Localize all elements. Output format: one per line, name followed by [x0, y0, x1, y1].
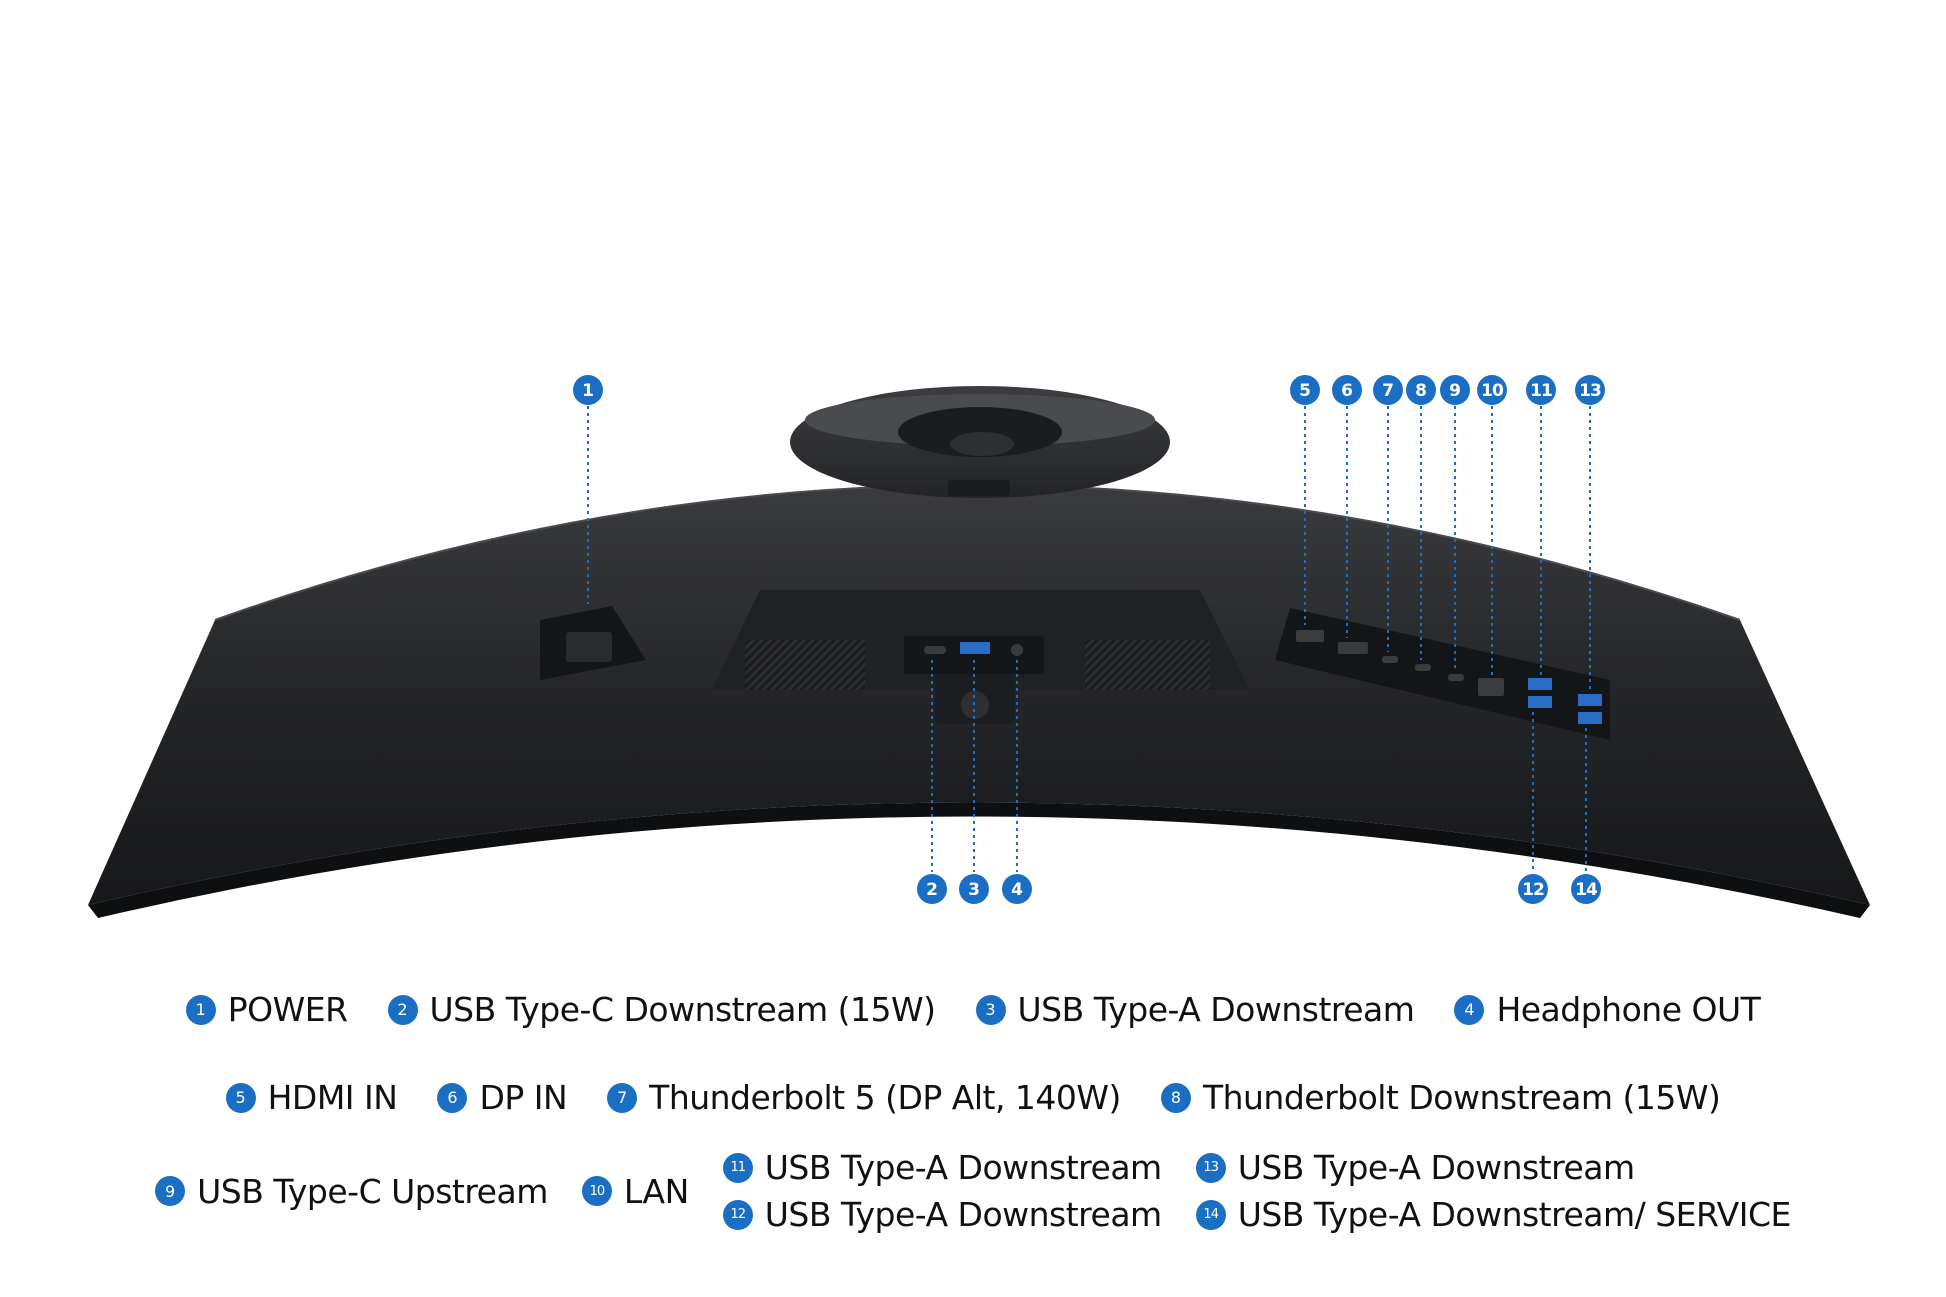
lan-port — [1478, 678, 1504, 696]
callout-10: 10 — [1477, 375, 1507, 405]
legend-item-5: 5 HDMI IN — [225, 1078, 398, 1117]
legend-badge: 10 — [581, 1176, 612, 1206]
usb-a-port-13 — [1578, 694, 1602, 706]
callout-3: 3 — [959, 874, 989, 904]
legend-badge: 14 — [1195, 1199, 1226, 1230]
legend-item-1: 1 POWER — [185, 990, 348, 1029]
legend-label: Thunderbolt Downstream (15W) — [1202, 1078, 1721, 1117]
legend-label: HDMI IN — [267, 1078, 398, 1117]
tb-downstream-port — [1415, 664, 1431, 671]
legend-badge: 13 — [1195, 1152, 1226, 1183]
svg-text:2: 2 — [926, 880, 938, 900]
svg-text:6: 6 — [1341, 381, 1353, 401]
svg-text:1: 1 — [582, 381, 594, 401]
legend-badge: 6 — [437, 1082, 468, 1113]
leader-lines — [587, 406, 1591, 872]
legend-label: Headphone OUT — [1496, 990, 1761, 1029]
legend-item-4: 4 Headphone OUT — [1454, 990, 1761, 1029]
legend-badge: 7 — [607, 1082, 638, 1113]
svg-text:13: 13 — [1579, 381, 1601, 401]
legend-item-7: 7 Thunderbolt 5 (DP Alt, 140W) — [607, 1078, 1121, 1117]
legend-item-2: 2 USB Type-C Downstream (15W) — [387, 990, 936, 1029]
callout-12: 12 — [1518, 874, 1548, 904]
legend-row-2: 5 HDMI IN 6 DP IN 7 Thunderbolt 5 (DP Alt, 14… — [0, 1078, 1946, 1117]
legend-item-13: 13 USB Type-A Downstream — [1195, 1148, 1791, 1187]
legend-item-11: 11 USB Type-A Downstream — [722, 1148, 1162, 1187]
callout-9: 9 — [1440, 375, 1470, 405]
legend-label: Thunderbolt 5 (DP Alt, 140W) — [649, 1078, 1121, 1117]
hdmi-port — [1296, 630, 1324, 642]
legend-label: USB Type-C Upstream — [197, 1171, 548, 1211]
tb5-port — [1382, 656, 1398, 663]
legend-badge: 5 — [225, 1082, 256, 1113]
legend-item-10: 10 LAN — [581, 1171, 689, 1211]
right-vent — [1085, 640, 1210, 690]
stand-mount — [790, 386, 1170, 498]
legend-badge: 12 — [722, 1199, 753, 1230]
callout-7: 7 — [1373, 375, 1403, 405]
legend-item-8: 8 Thunderbolt Downstream (15W) — [1160, 1078, 1721, 1117]
svg-text:10: 10 — [1481, 381, 1504, 401]
svg-text:14: 14 — [1575, 880, 1598, 900]
callout-1: 1 — [573, 375, 603, 405]
usb-a-port-14 — [1578, 712, 1602, 724]
legend-label: LAN — [623, 1171, 689, 1211]
power-port — [540, 606, 646, 680]
svg-text:5: 5 — [1299, 381, 1311, 401]
svg-text:3: 3 — [968, 880, 980, 900]
callout-13: 13 — [1575, 375, 1605, 405]
usb-c-port — [924, 646, 946, 654]
dp-port — [1338, 642, 1368, 654]
legend-label: USB Type-A Downstream/ SERVICE — [1237, 1195, 1792, 1234]
usb-c-upstream-port — [1448, 674, 1464, 681]
callout-5: 5 — [1290, 375, 1320, 405]
legend-label: POWER — [227, 990, 348, 1029]
legend-badge: 11 — [722, 1152, 753, 1183]
legend-label: USB Type-A Downstream — [1017, 990, 1415, 1029]
legend-label: DP IN — [479, 1078, 568, 1117]
svg-text:12: 12 — [1522, 880, 1544, 900]
legend-label: USB Type-A Downstream — [764, 1195, 1162, 1234]
legend-badge: 4 — [1454, 994, 1485, 1025]
legend-badge: 2 — [387, 994, 418, 1025]
callout-4: 4 — [1002, 874, 1032, 904]
legend-item-3: 3 USB Type-A Downstream — [975, 990, 1415, 1029]
usb-a-port-12 — [1528, 696, 1552, 708]
usb-a-port — [960, 642, 990, 654]
svg-text:8: 8 — [1415, 381, 1427, 401]
legend-item-9: 9 USB Type-C Upstream — [155, 1172, 548, 1211]
legend-label: USB Type-C Downstream (15W) — [429, 990, 936, 1029]
callout-6: 6 — [1332, 375, 1362, 405]
svg-text:7: 7 — [1382, 381, 1394, 401]
svg-text:11: 11 — [1530, 381, 1552, 401]
legend-item-6: 6 DP IN — [437, 1078, 568, 1117]
usb-a-port-11 — [1528, 678, 1552, 690]
legend-badge: 9 — [155, 1176, 186, 1206]
callout-2: 2 — [917, 874, 947, 904]
legend-label: USB Type-A Downstream — [1237, 1148, 1635, 1187]
legend-label: USB Type-A Downstream — [764, 1148, 1162, 1187]
legend-badge: 3 — [975, 994, 1006, 1025]
left-vent — [745, 640, 865, 690]
callout-8: 8 — [1406, 375, 1436, 405]
legend-item-12: 12 USB Type-A Downstream — [722, 1195, 1162, 1234]
legend-badge: 8 — [1160, 1082, 1191, 1113]
svg-text:9: 9 — [1449, 381, 1461, 401]
callout-11: 11 — [1526, 375, 1556, 405]
right-port-panel — [1275, 608, 1610, 740]
svg-text:4: 4 — [1011, 880, 1023, 900]
legend-badge: 1 — [185, 994, 216, 1025]
headphone-jack — [1011, 644, 1023, 656]
legend-row-1: 1 POWER 2 USB Type-C Downstream (15W) 3 USB T… — [0, 990, 1946, 1029]
legend-item-14: 14 USB Type-A Downstream/ SERVICE — [1195, 1195, 1792, 1234]
central-port-panel — [712, 590, 1250, 724]
callout-14: 14 — [1571, 874, 1601, 904]
